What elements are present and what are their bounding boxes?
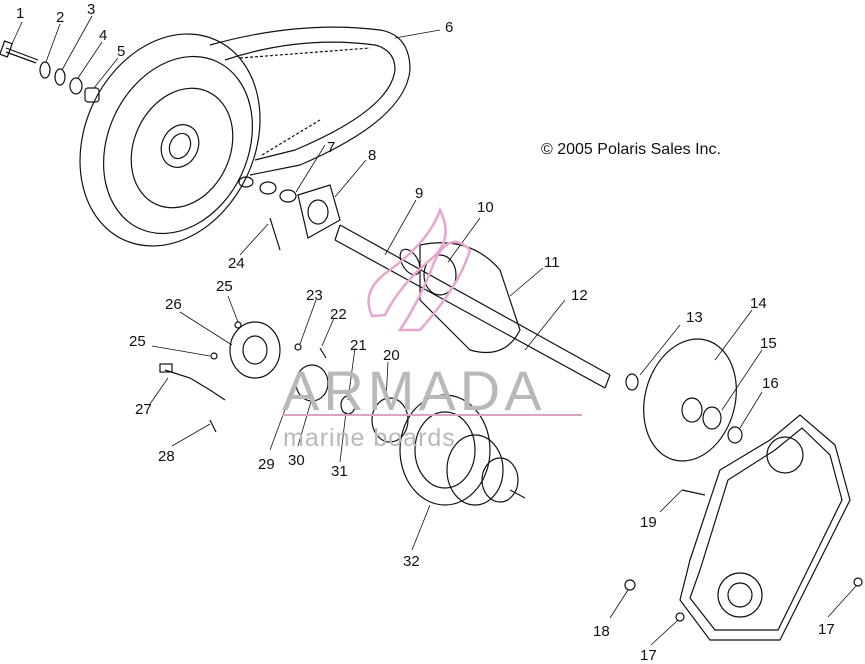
callout-7: 7 — [327, 139, 336, 156]
callout-17-right: 17 — [818, 621, 835, 638]
driven-plate-14 — [643, 338, 737, 462]
callout-19: 19 — [640, 514, 657, 531]
callout-31: 31 — [331, 463, 348, 480]
callout-16: 16 — [762, 375, 779, 392]
callout-9: 9 — [415, 185, 424, 202]
callout-22: 22 — [330, 306, 347, 323]
bearing-plate-8 — [297, 184, 341, 239]
nut-25-top — [234, 321, 242, 329]
callout-25-left: 25 — [129, 333, 146, 350]
callout-15: 15 — [760, 335, 777, 352]
callout-2: 2 — [56, 9, 65, 26]
copyright-notice: © 2005 Polaris Sales Inc. — [541, 141, 721, 158]
callout-10: 10 — [477, 199, 494, 216]
bushing-5 — [84, 87, 100, 103]
snap-ring-13 — [625, 373, 639, 391]
callout-12: 12 — [571, 287, 588, 304]
callout-6: 6 — [445, 19, 454, 36]
nut-17-left — [675, 612, 685, 622]
part-22 — [319, 347, 327, 359]
drive-clutch — [79, 33, 261, 247]
jackshaft-11 — [334, 224, 611, 389]
callout-25-top: 25 — [216, 278, 233, 295]
callout-3: 3 — [87, 1, 96, 18]
gear-assembly-32 — [399, 394, 491, 506]
nut-25-left — [210, 352, 218, 360]
bolt-19 — [681, 489, 706, 496]
callout-17-left: 17 — [640, 647, 657, 664]
callout-8: 8 — [368, 147, 377, 164]
callout-21: 21 — [350, 337, 367, 354]
callout-27: 27 — [135, 401, 152, 418]
callout-4: 4 — [99, 27, 108, 44]
callout-30: 30 — [288, 452, 305, 469]
watermark-divider — [282, 414, 582, 416]
screw-28 — [209, 419, 217, 433]
callout-32: 32 — [403, 553, 420, 570]
washer-2 — [39, 61, 51, 79]
callout-29: 29 — [258, 456, 275, 473]
callout-11: 11 — [544, 254, 560, 271]
sensor-27 — [164, 369, 226, 401]
gear-20 — [371, 397, 409, 443]
drive-belt — [209, 26, 411, 176]
callout-28: 28 — [158, 448, 175, 465]
callout-1: 1 — [16, 5, 25, 22]
watermark-emblem — [367, 206, 472, 332]
bolt-18 — [624, 579, 636, 591]
watermark-brand: ARMADA — [282, 359, 546, 422]
bolt-24 — [269, 217, 281, 251]
callout-23: 23 — [306, 287, 323, 304]
callout-20: 20 — [383, 347, 400, 364]
washer-4 — [69, 77, 83, 95]
part-23 — [294, 343, 302, 351]
ring-16 — [727, 426, 743, 444]
seal-30 — [295, 364, 329, 402]
bolt-1 — [5, 47, 39, 64]
washer-3 — [54, 68, 66, 86]
bearing-15 — [702, 406, 722, 430]
callout-18: 18 — [593, 623, 610, 640]
nut-17-right — [853, 577, 863, 587]
callout-5: 5 — [117, 43, 126, 60]
chaincase-cover — [679, 414, 851, 641]
watermark-tagline: marine boards — [283, 424, 456, 452]
callout-24: 24 — [228, 255, 245, 272]
callout-13: 13 — [686, 309, 703, 326]
callout-26: 26 — [165, 296, 182, 313]
callout-14: 14 — [750, 295, 767, 312]
cap-26 — [229, 321, 281, 379]
